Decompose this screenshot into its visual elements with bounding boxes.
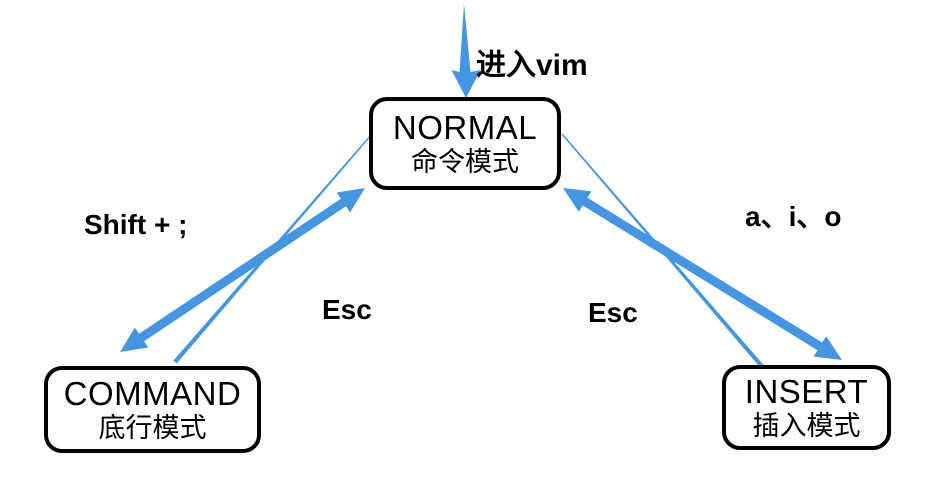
node-normal-subtitle: 命令模式 <box>411 146 519 177</box>
node-command-mode: COMMAND 底行模式 <box>44 366 261 453</box>
label-esc-insert-to-normal: Esc <box>588 297 638 328</box>
label-a-i-o: a、i、o <box>745 201 842 232</box>
label-enter-vim: 进入vim <box>476 49 588 82</box>
node-normal-title: NORMAL <box>392 109 538 146</box>
normal-insert-double-arrow <box>563 188 842 360</box>
label-shift-semicolon: Shift + ; <box>84 209 188 240</box>
node-insert-title: INSERT <box>744 373 869 410</box>
node-command-title: COMMAND <box>63 375 242 412</box>
enter-vim-arrow <box>451 4 481 98</box>
normal-command-double-arrow <box>120 188 365 352</box>
node-insert-mode: INSERT 插入模式 <box>722 365 891 450</box>
label-esc-command-to-normal: Esc <box>322 294 372 325</box>
node-command-subtitle: 底行模式 <box>98 412 207 443</box>
node-normal-mode: NORMAL 命令模式 <box>369 97 561 190</box>
node-insert-subtitle: 插入模式 <box>752 410 861 441</box>
